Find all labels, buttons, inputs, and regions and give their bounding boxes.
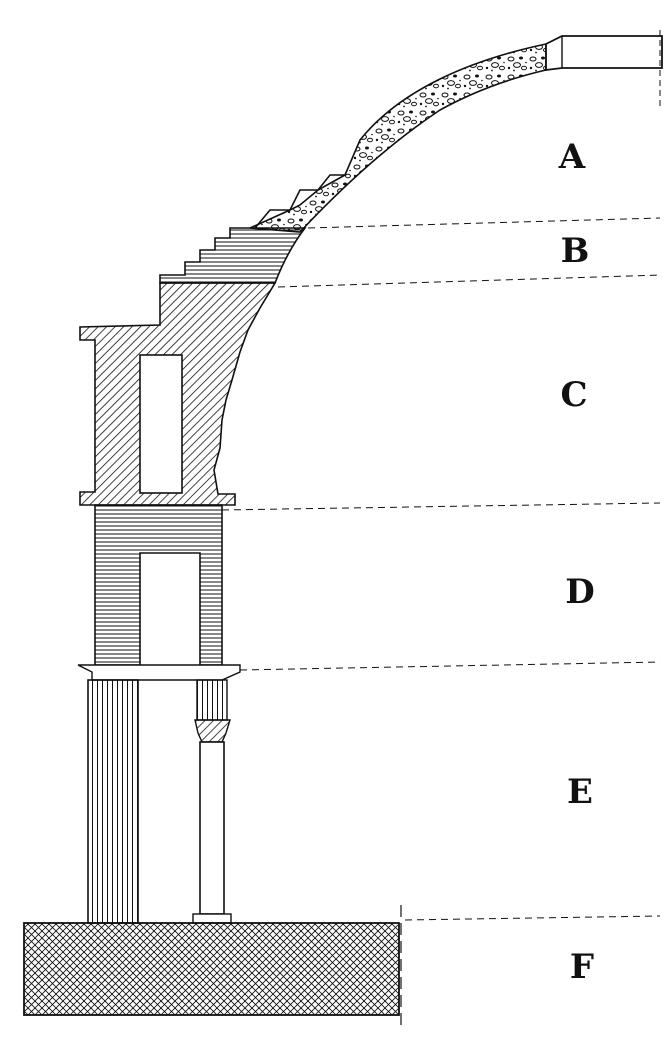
vault-extrados-steps <box>254 174 345 229</box>
column-capital <box>194 719 231 743</box>
vault-crown-block <box>545 30 663 110</box>
zone-label-f: F <box>570 947 594 987</box>
column-upper-block <box>196 679 228 721</box>
vault-rubble-section <box>249 43 547 233</box>
zone-label-e: E <box>567 772 593 812</box>
zone-label-d: D <box>565 572 594 612</box>
springing-steps-hatched <box>159 227 307 284</box>
zone-dividers <box>221 217 661 921</box>
pier-fluted <box>87 679 139 924</box>
column-shaft <box>199 741 225 915</box>
zone-label-b: B <box>561 231 590 271</box>
lower-cornice <box>77 664 241 681</box>
middle-storey-hatched-wall <box>94 504 223 666</box>
zone-label-c: C <box>560 375 587 415</box>
upper-window-opening <box>139 354 183 494</box>
zone-label-a: A <box>558 137 586 177</box>
column-base <box>192 913 232 924</box>
foundation-cross-hatched <box>23 922 400 1016</box>
